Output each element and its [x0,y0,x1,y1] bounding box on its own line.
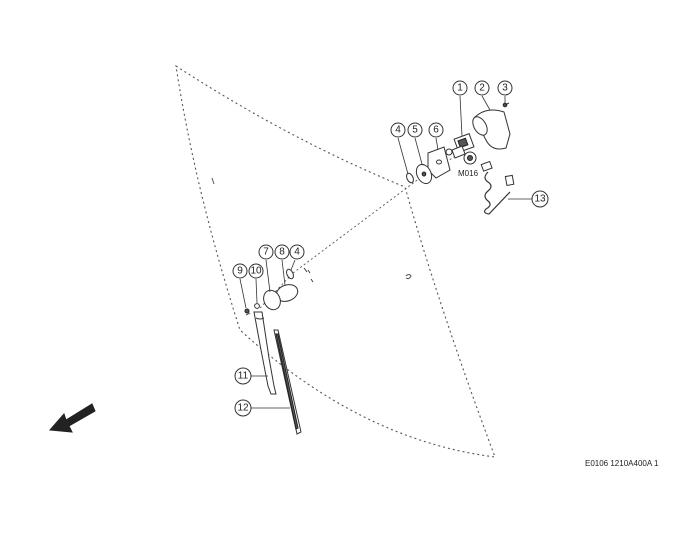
glass-mark-bottom [245,312,251,316]
callout-3: 3 [497,80,513,96]
nut [244,308,250,314]
arrow-front-direction-icon [48,403,96,433]
svg-text:11: 11 [238,371,249,382]
callout-7: 7 [258,244,274,260]
callout-10: 10 [248,263,264,279]
svg-text:2: 2 [479,83,485,94]
callout-11: 11 [234,367,252,385]
svg-text:8: 8 [279,247,285,258]
callout-6: 6 [428,122,444,138]
svg-text:10: 10 [250,266,262,277]
outer-washer [406,172,414,184]
svg-text:6: 6 [433,125,439,136]
wiper-motor [445,133,477,165]
callout-5: 5 [407,122,423,138]
glass-fastener-marks [303,267,314,283]
svg-text:1: 1 [457,83,463,94]
inner-washer [286,268,294,280]
svg-text:9: 9 [237,266,243,277]
callout-9: 9 [232,263,248,279]
svg-text:4: 4 [395,125,401,136]
inner-seal [263,289,281,311]
svg-text:5: 5 [412,125,418,136]
callout-4-lower: 4 [289,244,305,260]
motor-label: M016 [458,169,479,178]
callout-1: 1 [452,80,468,96]
screw [502,102,510,108]
document-reference: E0106 1210A400A 1 [585,459,659,468]
svg-text:3: 3 [502,83,508,94]
callout-13: 13 [531,190,549,208]
svg-text:4: 4 [294,247,300,258]
callout-8: 8 [274,244,290,260]
svg-text:13: 13 [534,194,546,205]
bracket-hole [436,159,442,165]
glass-mark-left [211,177,215,185]
leader-lines [239,95,532,409]
wiper-arm-hinge [255,317,265,320]
glass-mark-center [405,274,412,280]
rear-window-glass-outline [175,64,496,458]
svg-text:12: 12 [237,403,249,414]
svg-text:7: 7 [263,247,269,258]
motor-cover [472,109,511,150]
callout-2: 2 [474,80,490,96]
wiper-arm [253,311,277,395]
wiper-blade-rubber [275,333,299,430]
wiring-harness [480,160,515,215]
outer-seal-plate-center [421,171,427,177]
callout-4-upper: 4 [390,122,406,138]
callout-12: 12 [234,399,252,417]
assembly-axis-line-lower [259,272,294,309]
nut-cap [254,303,260,309]
